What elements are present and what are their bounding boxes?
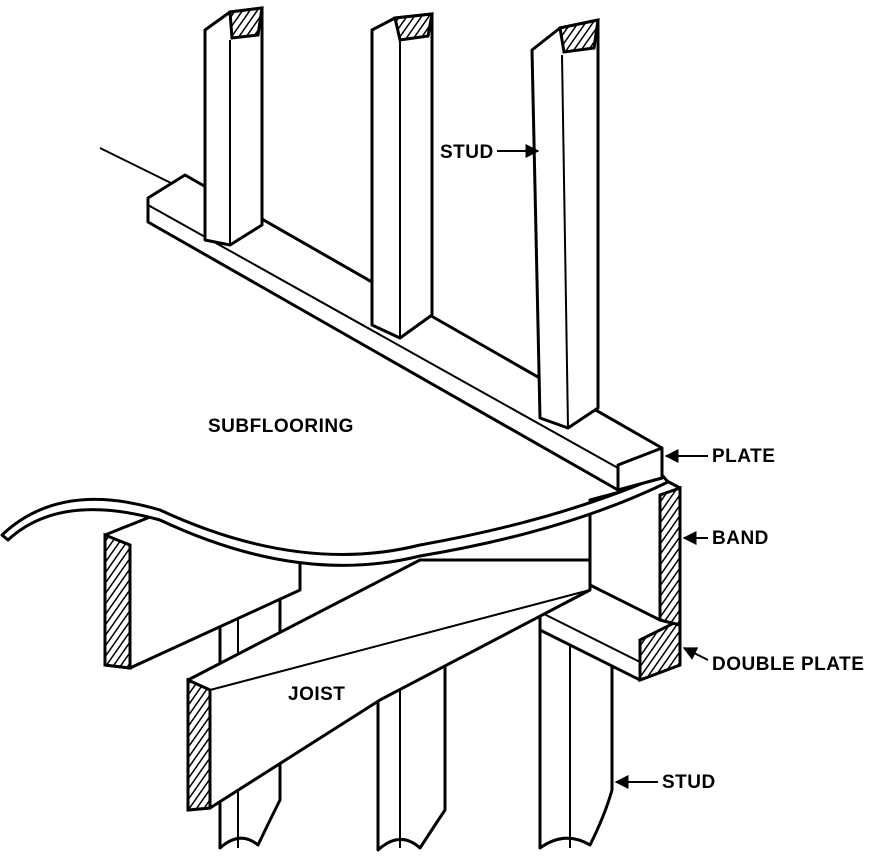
band-joist <box>588 478 682 627</box>
lower-stud-right <box>538 618 614 850</box>
arrow-double-plate <box>682 647 709 661</box>
subfloor-edge-line <box>99 147 176 186</box>
label-joist: JOIST <box>288 684 345 705</box>
double-plate <box>538 573 682 683</box>
subfloor-sheet-curve <box>0 473 670 567</box>
label-stud-top: STUD <box>440 142 494 163</box>
label-band: BAND <box>712 528 769 549</box>
label-double-plate: DOUBLE PLATE <box>712 654 864 675</box>
upper-stud-middle <box>370 12 434 340</box>
label-stud-bottom: STUD <box>662 772 716 793</box>
lower-stud-middle <box>376 658 447 852</box>
label-subflooring: SUBFLOORING <box>208 416 354 437</box>
upper-stud-left <box>203 6 264 247</box>
joist-front <box>186 558 592 812</box>
label-plate: PLATE <box>712 446 775 467</box>
upper-stud-right <box>530 18 600 430</box>
